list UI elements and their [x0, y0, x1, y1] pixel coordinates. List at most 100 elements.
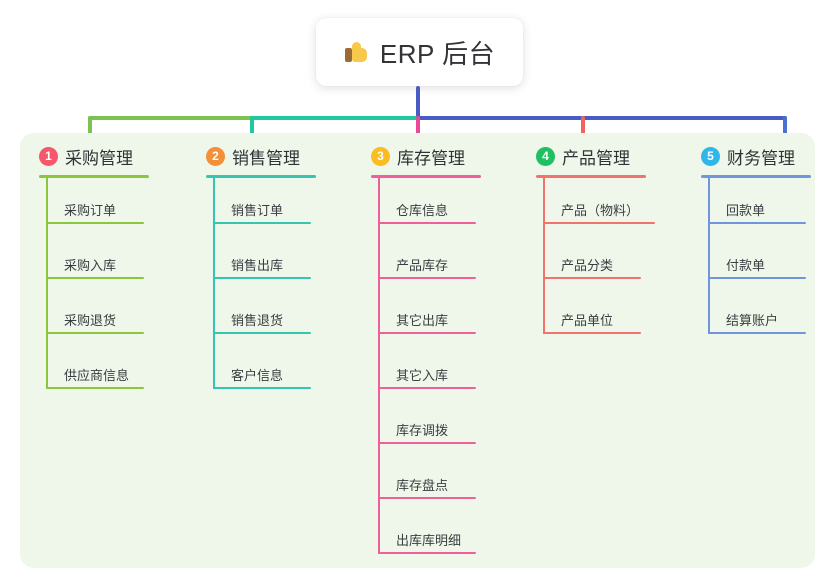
- branch-badge-3: 3: [371, 146, 390, 166]
- leaf-label: 出库库明细: [396, 533, 462, 548]
- leaf-rule: [378, 277, 476, 279]
- leaf-label: 仓库信息: [396, 203, 449, 218]
- leaf-label: 其它出库: [396, 313, 449, 328]
- branch-header-5[interactable]: 5 财务管理: [698, 144, 795, 168]
- leaf-rule: [213, 222, 311, 224]
- leaf-rule: [378, 332, 476, 334]
- branch-1-item-1[interactable]: 采购订单: [46, 200, 144, 231]
- branch-2-item-1[interactable]: 销售订单: [213, 200, 311, 231]
- branch-3-item-1[interactable]: 仓库信息: [378, 200, 476, 231]
- leaf-label: 客户信息: [231, 368, 284, 383]
- branch-title-3: 库存管理: [397, 148, 465, 168]
- branch-5-item-2[interactable]: 付款单: [708, 255, 806, 286]
- leaf-label: 其它入库: [396, 368, 449, 383]
- leaf-label: 产品单位: [561, 313, 614, 328]
- branch-column-4: 4 产品管理产品（物料） 产品分类产品单位: [533, 144, 655, 334]
- leaf-label: 产品（物料）: [561, 203, 640, 218]
- bus-segment-teal: [250, 116, 418, 120]
- leaf-label: 产品分类: [561, 258, 614, 273]
- branch-column-1: 1 采购管理采购订单采购入库采购退货供应商信息: [36, 144, 149, 389]
- leaf-label: 库存调拨: [396, 423, 449, 438]
- branch-1-item-3[interactable]: 采购退货: [46, 310, 144, 341]
- trunk-connector: [416, 86, 420, 118]
- branch-2-item-4[interactable]: 客户信息: [213, 365, 311, 396]
- leaf-label: 采购退货: [64, 313, 117, 328]
- branch-column-3: 3 库存管理仓库信息产品库存其它出库其它入库库存调拨库存盘点出库库明细: [368, 144, 481, 554]
- leaf-label: 回款单: [726, 203, 766, 218]
- branch-header-2[interactable]: 2 销售管理: [203, 144, 300, 168]
- leaf-label: 销售出库: [231, 258, 284, 273]
- leaf-label: 供应商信息: [64, 368, 130, 383]
- branch-5-item-3[interactable]: 结算账户: [708, 310, 806, 341]
- leaf-rule: [213, 387, 311, 389]
- branch-1-item-4[interactable]: 供应商信息: [46, 365, 144, 396]
- branch-5-item-1[interactable]: 回款单: [708, 200, 806, 231]
- diagram-panel: [20, 133, 815, 568]
- leaf-rule: [46, 277, 144, 279]
- branch-header-rule-1: [39, 175, 149, 178]
- branch-header-rule-2: [206, 175, 316, 178]
- branch-header-rule-4: [536, 175, 646, 178]
- branch-header-1[interactable]: 1 采购管理: [36, 144, 133, 168]
- branch-spine-4: [543, 178, 545, 334]
- branch-3-item-6[interactable]: 库存盘点: [378, 475, 476, 506]
- branch-title-1: 采购管理: [65, 148, 133, 168]
- branch-4-item-2[interactable]: 产品分类: [543, 255, 641, 286]
- leaf-rule: [46, 332, 144, 334]
- root-title: ERP 后台: [379, 38, 496, 69]
- branch-spine-3: [378, 178, 380, 554]
- branch-4-item-3[interactable]: 产品单位: [543, 310, 641, 341]
- leaf-rule: [708, 277, 806, 279]
- branch-header-3[interactable]: 3 库存管理: [368, 144, 465, 168]
- branch-2-item-2[interactable]: 销售出库: [213, 255, 311, 286]
- branch-spine-5: [708, 178, 710, 334]
- branch-badge-4: 4: [536, 146, 555, 166]
- branch-3-item-2[interactable]: 产品库存: [378, 255, 476, 286]
- branch-header-rule-5: [701, 175, 811, 178]
- branch-header-rule-3: [371, 175, 481, 178]
- leaf-label: 付款单: [726, 258, 766, 273]
- leaf-label: 采购入库: [64, 258, 117, 273]
- leaf-rule: [378, 552, 476, 554]
- leaf-rule: [213, 277, 311, 279]
- leaf-label: 产品库存: [396, 258, 449, 273]
- branch-title-2: 销售管理: [232, 148, 300, 168]
- bus-segment-blue: [416, 116, 787, 120]
- leaf-rule: [213, 332, 311, 334]
- branch-title-4: 产品管理: [562, 148, 630, 168]
- leaf-rule: [708, 332, 806, 334]
- branch-header-4[interactable]: 4 产品管理: [533, 144, 630, 168]
- branch-column-2: 2 销售管理销售订单销售出库销售退货客户信息: [203, 144, 316, 389]
- leaf-label: 库存盘点: [396, 478, 449, 493]
- leaf-rule: [708, 222, 806, 224]
- thumbs-up-icon: [344, 39, 370, 65]
- leaf-label: 结算账户: [726, 313, 779, 328]
- bus-segment-green: [88, 116, 252, 120]
- branch-2-item-3[interactable]: 销售退货: [213, 310, 311, 341]
- leaf-label: 采购订单: [64, 203, 117, 218]
- leaf-rule: [543, 332, 641, 334]
- branch-spine-2: [213, 178, 215, 389]
- branch-3-item-5[interactable]: 库存调拨: [378, 420, 476, 451]
- leaf-rule: [543, 222, 655, 224]
- branch-3-item-3[interactable]: 其它出库: [378, 310, 476, 341]
- branch-3-item-7[interactable]: 出库库明细: [378, 530, 476, 561]
- root-node[interactable]: ERP 后台: [316, 18, 523, 86]
- branch-spine-1: [46, 178, 48, 389]
- leaf-rule: [378, 497, 476, 499]
- branch-badge-2: 2: [206, 146, 225, 166]
- leaf-rule: [378, 222, 476, 224]
- leaf-label: 销售订单: [231, 203, 284, 218]
- leaf-rule: [46, 222, 144, 224]
- branch-1-item-2[interactable]: 采购入库: [46, 255, 144, 286]
- branch-badge-1: 1: [39, 146, 58, 166]
- branch-4-item-1[interactable]: 产品（物料）: [543, 200, 655, 231]
- branch-3-item-4[interactable]: 其它入库: [378, 365, 476, 396]
- leaf-rule: [378, 387, 476, 389]
- leaf-rule: [46, 387, 144, 389]
- branch-badge-5: 5: [701, 146, 720, 166]
- leaf-rule: [378, 442, 476, 444]
- branch-column-5: 5 财务管理回款单付款单结算账户: [698, 144, 811, 334]
- branch-title-5: 财务管理: [727, 148, 795, 168]
